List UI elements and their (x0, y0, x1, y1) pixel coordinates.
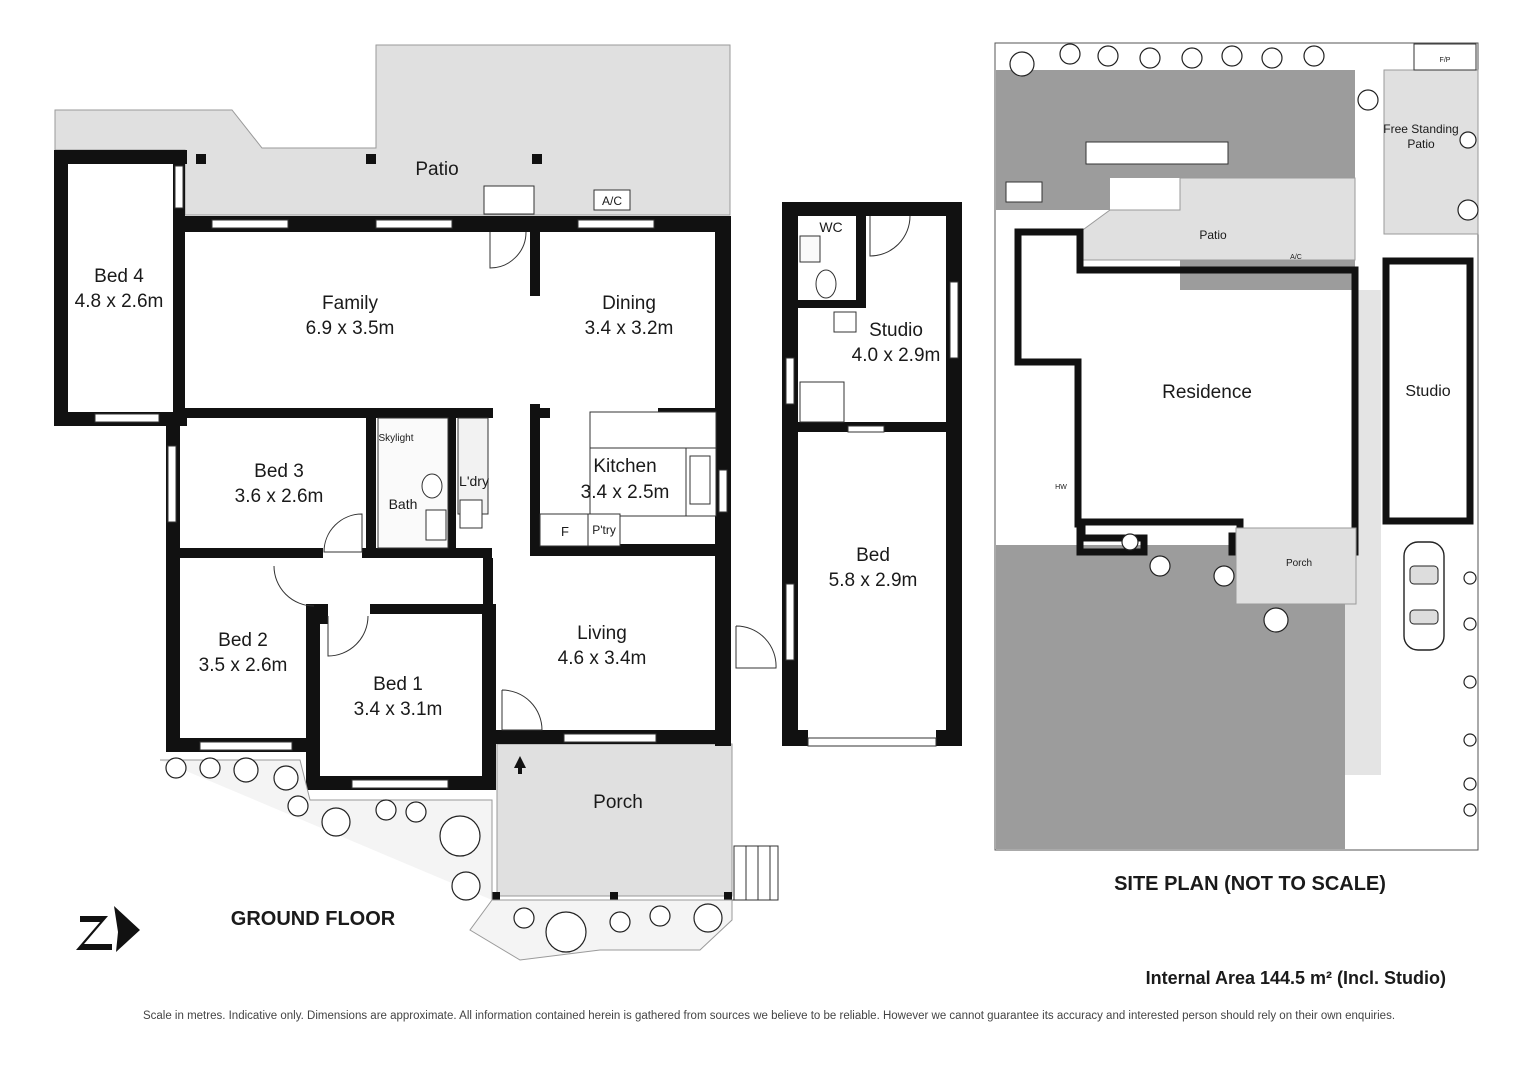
bed2-name: Bed 2 (218, 630, 268, 651)
bed-size: 5.8 x 2.9m (829, 570, 918, 591)
kitchen-fixtures (539, 411, 717, 547)
disclaimer: Scale in metres. Indicative only. Dimens… (143, 1010, 1395, 1022)
ac-label: A/C (602, 194, 622, 208)
free-patio-label-2: Patio (1407, 137, 1435, 151)
kitchen-size: 3.4 x 2.5m (581, 482, 670, 503)
wc-label: WC (819, 219, 842, 235)
residence-label: Residence (1162, 382, 1252, 403)
patio-label: Patio (415, 159, 458, 180)
site-patio-label: Patio (1199, 228, 1227, 242)
bed3-size: 3.6 x 2.6m (235, 486, 324, 507)
bed1-size: 3.4 x 3.1m (354, 699, 443, 720)
bed2-size: 3.5 x 2.6m (199, 655, 288, 676)
site-studio-outline (1382, 257, 1474, 525)
fridge-label: F (561, 524, 569, 539)
studio-size: 4.0 x 2.9m (852, 345, 941, 366)
kitchen-name: Kitchen (593, 456, 656, 477)
site-fp-label: F/P (1440, 57, 1451, 64)
bed-name: Bed (856, 545, 890, 566)
windows (94, 165, 728, 789)
studio-building: WC Studio 4.0 x 2.9m Bed 5.8 x 2.9m (782, 202, 962, 747)
north-arrow-icon (76, 906, 140, 952)
doors (273, 185, 777, 731)
ground-floor-heading: GROUND FLOOR (231, 908, 396, 930)
studio-name: Studio (869, 320, 923, 341)
bed1-name: Bed 1 (373, 674, 423, 695)
living-name: Living (577, 623, 627, 644)
porch-name: Porch (593, 792, 643, 813)
site-trees (1009, 43, 1479, 817)
internal-area: Internal Area 144.5 m² (Incl. Studio) (1146, 968, 1446, 988)
bed3-name: Bed 3 (254, 461, 304, 482)
family-size: 6.9 x 3.5m (306, 318, 395, 339)
laundry-label: L'dry (459, 473, 489, 489)
site-porch-label: Porch (1286, 558, 1312, 569)
ground-floor: Bed 4 4.8 x 2.6m Family 6.9 x 3.5m Dinin… (54, 44, 779, 961)
bath-fixtures (377, 417, 489, 549)
living-size: 4.6 x 3.4m (558, 648, 647, 669)
car-icon (1403, 541, 1445, 651)
family-name: Family (322, 293, 378, 314)
site-plan: Patio A/C F/P Free Standing Patio Reside… (994, 42, 1479, 895)
patio-posts (196, 154, 732, 900)
site-studio-label: Studio (1405, 383, 1450, 400)
bed4-size: 4.8 x 2.6m (75, 291, 164, 312)
dining-name: Dining (602, 293, 656, 314)
site-hw-label: HW (1055, 484, 1067, 491)
porch-steps (514, 756, 779, 901)
skylight-label: Skylight (378, 433, 413, 444)
site-plan-heading: SITE PLAN (NOT TO SCALE) (1114, 873, 1386, 895)
bed4-name: Bed 4 (94, 266, 144, 287)
site-ac-label: A/C (1290, 254, 1302, 261)
free-patio-label-1: Free Standing (1383, 122, 1458, 136)
dining-size: 3.4 x 3.2m (585, 318, 674, 339)
garden-beds (160, 757, 733, 961)
bath-label: Bath (389, 496, 418, 512)
pantry-label: P'try (592, 523, 616, 537)
porch-area (496, 743, 733, 897)
residence-outline (1014, 228, 1359, 556)
